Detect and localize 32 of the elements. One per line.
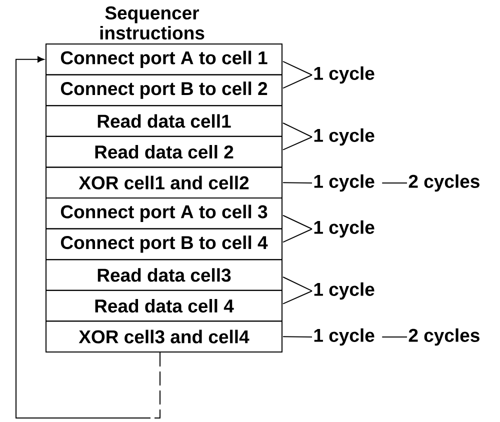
connector-line [282,214,312,230]
connector-line [282,136,312,150]
connector-line [282,228,312,243]
instruction-row: Connect port B to cell 4 [46,228,282,260]
connector-line [382,182,408,184]
cycle-label: 1 cycle [314,220,374,238]
node-label: Sequencer instructions [100,6,204,40]
instruction-row: XOR cell3 and cell4 [46,320,282,352]
connector-line [282,74,312,89]
connector-line [282,290,312,304]
connector-line [282,60,312,76]
connector-line [282,276,312,292]
cycle-label: 1 cycle [314,328,374,346]
cycle-label: 1 cycle [314,128,374,146]
cycle-label: 2 cycles [408,174,480,192]
feedback-arrow [16,56,160,418]
instruction-row: Read data cell 4 [46,290,282,322]
instruction-row: Connect port A to cell 3 [46,198,282,230]
cycle-label: 1 cycle [314,282,374,300]
connector-line [282,336,312,338]
instruction-row: Connect port B to cell 2 [46,74,282,106]
instruction-row: Connect port A to cell 1 [46,44,282,76]
connector-line [282,122,312,138]
instruction-row: Read data cell 2 [46,136,282,168]
cycle-label: 1 cycle [314,174,374,192]
instruction-row: XOR cell1 and cell2 [46,166,282,198]
instruction-row: Read data cell1 [46,105,282,137]
connector-line [382,336,408,338]
cycle-label: 2 cycles [408,328,480,346]
connector-line [282,182,312,184]
instruction-row: Read data cell3 [46,259,282,291]
cycle-label: 1 cycle [314,66,374,84]
